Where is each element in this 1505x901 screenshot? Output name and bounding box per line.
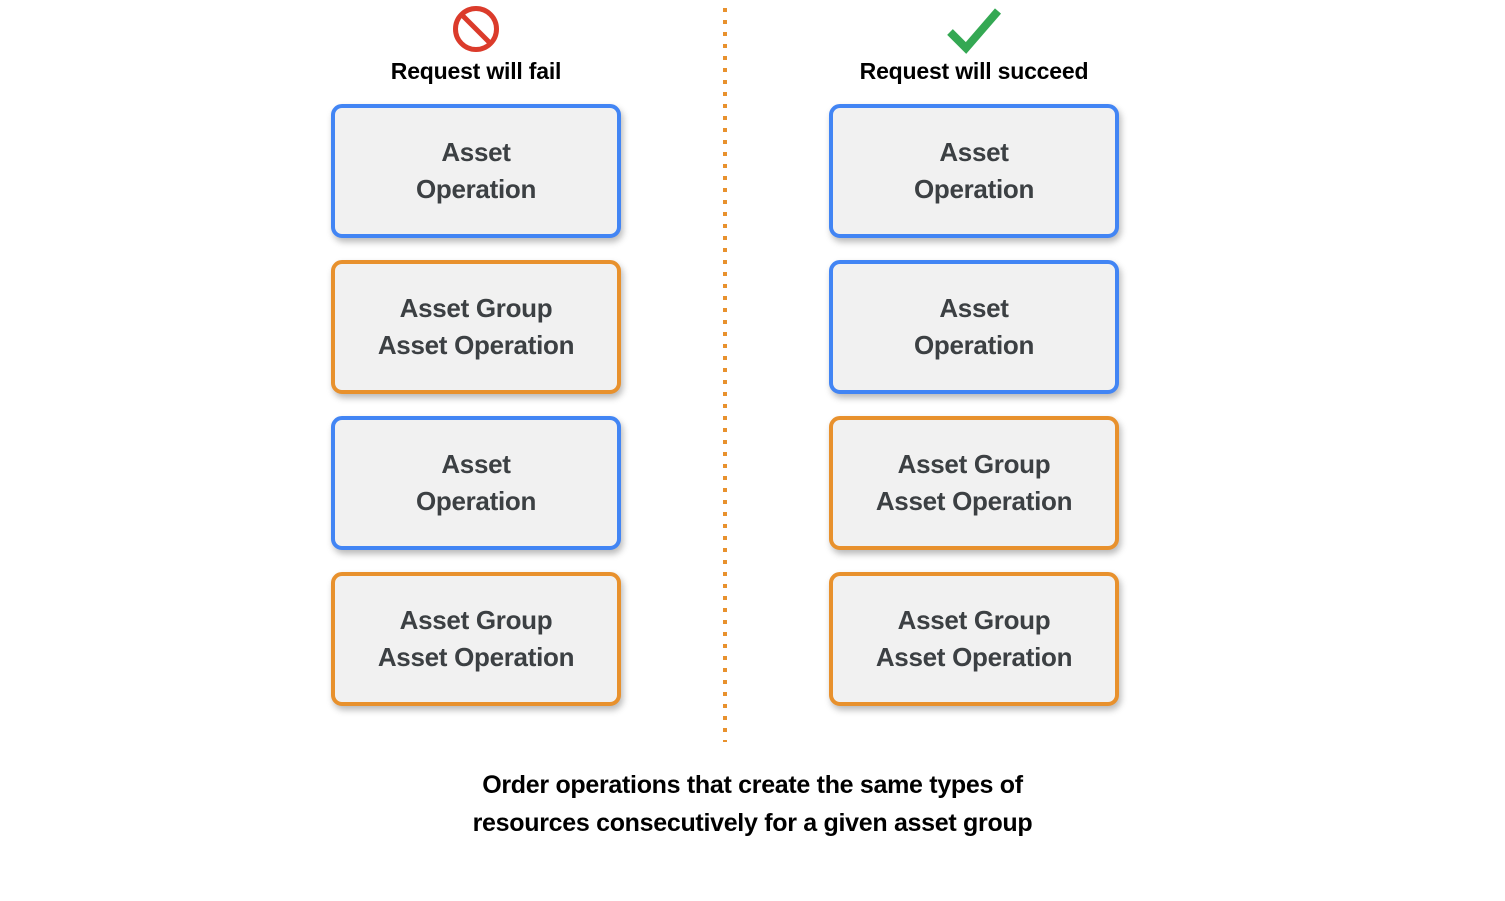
operation-box-label: Asset Group Asset Operation	[377, 605, 575, 672]
column-request-will-fail: Request will fail Asset Operation Asset …	[316, 0, 636, 706]
operation-box-asset-group[interactable]: Asset Group Asset Operation	[829, 572, 1119, 706]
diagram-caption: Order operations that create the same ty…	[472, 771, 1033, 837]
column-header-succeed: Request will succeed	[814, 0, 1134, 104]
operation-box-asset[interactable]: Asset Operation	[331, 416, 621, 550]
operation-box-label: Asset Operation	[415, 449, 537, 516]
operation-box-asset-group[interactable]: Asset Group Asset Operation	[331, 260, 621, 394]
vertical-dotted-divider	[723, 8, 727, 742]
prohibition-icon	[450, 0, 502, 58]
operation-box-asset[interactable]: Asset Operation	[829, 104, 1119, 238]
operation-box-asset-group[interactable]: Asset Group Asset Operation	[829, 416, 1119, 550]
operation-box-asset[interactable]: Asset Operation	[829, 260, 1119, 394]
operation-box-label: Asset Operation	[913, 293, 1035, 360]
box-stack-succeed: Asset Operation Asset Operation Asset Gr…	[814, 104, 1134, 706]
operation-box-label: Asset Group Asset Operation	[875, 449, 1073, 516]
operation-box-asset[interactable]: Asset Operation	[331, 104, 621, 238]
column-request-will-succeed: Request will succeed Asset Operation Ass…	[814, 0, 1134, 706]
box-stack-fail: Asset Operation Asset Group Asset Operat…	[316, 104, 636, 706]
column-header-fail: Request will fail	[316, 0, 636, 104]
operation-box-label: Asset Operation	[415, 137, 537, 204]
column-header-label-fail: Request will fail	[390, 58, 562, 84]
column-header-label-succeed: Request will succeed	[859, 58, 1089, 84]
operation-box-label: Asset Group Asset Operation	[875, 605, 1073, 672]
operation-box-label: Asset Operation	[913, 137, 1035, 204]
operation-box-label: Asset Group Asset Operation	[377, 293, 575, 360]
checkmark-icon	[942, 0, 1006, 58]
operation-box-asset-group[interactable]: Asset Group Asset Operation	[331, 572, 621, 706]
